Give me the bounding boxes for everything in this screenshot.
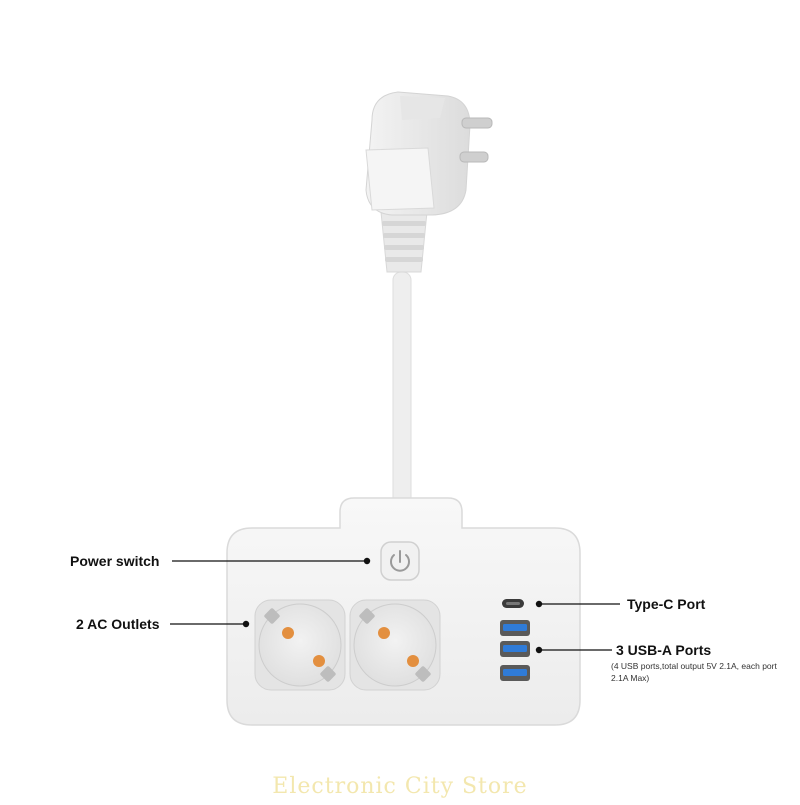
type-c-label: Type-C Port xyxy=(627,596,706,612)
plug-pin xyxy=(459,151,489,163)
power-cable xyxy=(392,271,412,509)
usb-a-note: (4 USB ports,total output 5V 2.1A, each … xyxy=(611,661,777,683)
leader-dot xyxy=(242,620,250,628)
usb-a-port[interactable] xyxy=(500,620,530,636)
store-watermark: Electronic City Store xyxy=(272,774,528,799)
leader-dot xyxy=(535,600,543,608)
ac-outlet[interactable] xyxy=(349,599,441,691)
ac-outlets-label: 2 AC Outlets xyxy=(76,616,160,632)
outlet-contact xyxy=(407,655,419,667)
outlet-contact xyxy=(313,655,325,667)
usb-a-label: 3 USB-A Ports xyxy=(616,642,712,658)
outlet-contact xyxy=(282,627,294,639)
usb-a-port[interactable] xyxy=(500,641,530,657)
type-c-port[interactable] xyxy=(502,599,524,608)
callout-lines xyxy=(170,557,620,654)
outlet-contact xyxy=(378,627,390,639)
power-switch-label: Power switch xyxy=(70,553,160,569)
leader-dot xyxy=(535,646,543,654)
power-symbol-icon xyxy=(390,550,410,572)
leader-dot xyxy=(363,557,371,565)
usb-a-port[interactable] xyxy=(500,665,530,681)
plug-pin xyxy=(461,117,493,129)
ac-outlet[interactable] xyxy=(254,599,346,691)
power-switch-button[interactable] xyxy=(380,541,420,581)
plug-head xyxy=(365,91,493,216)
cable-strain-relief xyxy=(380,211,428,273)
